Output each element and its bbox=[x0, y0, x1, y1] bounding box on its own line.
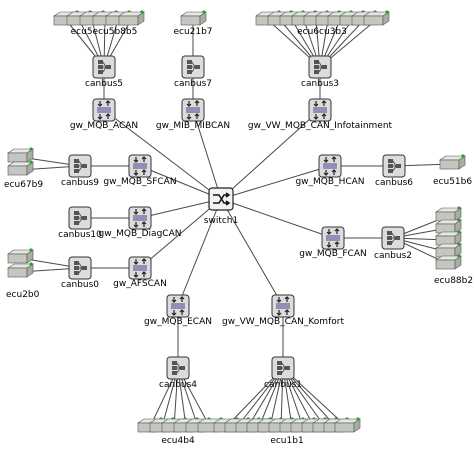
bus-label-canbus4: canbus4 bbox=[159, 380, 197, 390]
gateway-node-komfort-icon bbox=[271, 294, 295, 318]
bus-node-canbus0-icon bbox=[68, 256, 92, 280]
gateway-node-ecan[interactable] bbox=[166, 294, 190, 318]
link-switch-komfort bbox=[220, 198, 284, 307]
gateway-node-info[interactable] bbox=[308, 98, 332, 122]
gateway-node-sfcan[interactable] bbox=[128, 154, 152, 178]
ecu-node-canbus6-0[interactable] bbox=[439, 153, 466, 170]
gateway-node-hcan[interactable] bbox=[318, 154, 342, 178]
ecu-label-bottom-right: ecu1b1 bbox=[270, 436, 303, 446]
bus-node-canbus4-icon bbox=[166, 356, 190, 380]
bus-node-canbus9[interactable] bbox=[68, 154, 92, 178]
ecu-icon bbox=[7, 159, 34, 176]
bus-node-canbus4[interactable] bbox=[166, 356, 190, 380]
bus-node-canbus10-icon bbox=[68, 206, 92, 230]
ecu-icon bbox=[7, 146, 34, 163]
bus-node-canbus6[interactable] bbox=[382, 154, 406, 178]
ecu-label-right-lower: ecu88b2 bbox=[434, 276, 473, 286]
gateway-node-diagcan[interactable] bbox=[128, 206, 152, 230]
gateway-label-mibcan: gw_MIB_MIBCAN bbox=[156, 121, 230, 131]
gateway-label-acan: gw_MQB_ACAN bbox=[70, 121, 138, 131]
bus-node-canbus5-icon bbox=[92, 55, 116, 79]
gateway-node-afscan-icon bbox=[128, 256, 152, 280]
bus-label-canbus2: canbus2 bbox=[374, 251, 412, 261]
ecu-label-top-left: ecu5ecu5b8b5 bbox=[71, 27, 138, 37]
link-switch-acan bbox=[103, 109, 222, 200]
bus-label-canbus0: canbus0 bbox=[61, 280, 99, 290]
ecu-label-left-lower: ecu2b0 bbox=[6, 290, 40, 300]
gateway-label-afscan: gw_AFSCAN bbox=[113, 279, 167, 289]
gateway-label-ecan: gw_MQB_ECAN bbox=[144, 317, 212, 327]
gateway-label-fcan: gw_MQB_FCAN bbox=[299, 249, 366, 259]
link-switch-hcan bbox=[220, 165, 331, 200]
ecu-node-canbus0-1[interactable] bbox=[7, 261, 34, 278]
ecu-icon bbox=[7, 261, 34, 278]
bus-node-canbus3-icon bbox=[308, 55, 332, 79]
ecu-label-right-mid: ecu51b6 bbox=[433, 177, 472, 187]
gateway-label-komfort: gw_VW_MQB_CAN_Komfort bbox=[222, 317, 344, 327]
bus-node-canbus1[interactable] bbox=[271, 356, 295, 380]
gateway-node-sfcan-icon bbox=[128, 154, 152, 178]
gateway-node-ecan-icon bbox=[166, 294, 190, 318]
bus-node-canbus7[interactable] bbox=[181, 55, 205, 79]
ecu-label-top-right: ecu6cu3b3 bbox=[297, 27, 347, 37]
gateway-node-fcan[interactable] bbox=[321, 226, 345, 250]
gateway-label-diagcan: gw_MQB_DiagCAN bbox=[99, 229, 182, 239]
bus-node-canbus3[interactable] bbox=[308, 55, 332, 79]
bus-node-canbus2[interactable] bbox=[381, 226, 405, 250]
gateway-node-hcan-icon bbox=[318, 154, 342, 178]
gateway-node-afscan[interactable] bbox=[128, 256, 152, 280]
ecu-node-canbus9-0[interactable] bbox=[7, 146, 34, 163]
nodes-layer: switch1 gw_MQB_ACAN gw_MIB_MIBCAN gw_VW_MQB… bbox=[4, 9, 473, 446]
gateway-label-info: gw_VW_MQB_CAN_Infotainment bbox=[248, 121, 393, 131]
bus-node-canbus5[interactable] bbox=[92, 55, 116, 79]
ecu-label-bottom-left: ecu4b4 bbox=[161, 436, 195, 446]
gateway-node-acan[interactable] bbox=[92, 98, 116, 122]
ecu-node-canbus7-0[interactable] bbox=[180, 9, 207, 26]
bus-node-canbus1-icon bbox=[271, 356, 295, 380]
bus-label-canbus6: canbus6 bbox=[375, 178, 413, 188]
switch-node[interactable] bbox=[208, 187, 234, 211]
bus-label-canbus10: canbus10 bbox=[58, 230, 102, 240]
gateway-node-mibcan[interactable] bbox=[181, 98, 205, 122]
ecu-node-canbus0-0[interactable] bbox=[7, 247, 34, 264]
gateway-node-diagcan-icon bbox=[128, 206, 152, 230]
link-switch-ecan bbox=[177, 198, 222, 307]
ecu-node-canbus2-0[interactable] bbox=[435, 205, 462, 222]
gateway-node-fcan-icon bbox=[321, 226, 345, 250]
bus-node-canbus0[interactable] bbox=[68, 256, 92, 280]
bus-node-canbus9-icon bbox=[68, 154, 92, 178]
ecu-label-left-upper: ecu67b9 bbox=[4, 180, 43, 190]
ecu-icon bbox=[180, 9, 207, 26]
gateway-label-hcan: gw_MQB_HCAN bbox=[295, 177, 364, 187]
link-switch-diagcan bbox=[139, 198, 222, 219]
ecu-icon bbox=[7, 247, 34, 264]
ecu-label-top-mid: ecu21b7 bbox=[173, 27, 212, 37]
bus-node-canbus10[interactable] bbox=[68, 206, 92, 230]
link-switch-sfcan bbox=[139, 165, 222, 200]
link-switch-afscan bbox=[139, 198, 222, 269]
bus-label-canbus5: canbus5 bbox=[85, 79, 123, 89]
bus-label-canbus3: canbus3 bbox=[301, 79, 339, 89]
gateway-label-sfcan: gw_MQB_SFCAN bbox=[103, 177, 176, 187]
ecu-node-canbus9-1[interactable] bbox=[7, 159, 34, 176]
ecu-icon bbox=[439, 153, 466, 170]
switch-node-icon bbox=[208, 187, 234, 211]
bus-label-canbus7: canbus7 bbox=[174, 79, 212, 89]
bus-node-canbus7-icon bbox=[181, 55, 205, 79]
gateway-node-acan-icon bbox=[92, 98, 116, 122]
bus-label-canbus9: canbus9 bbox=[61, 178, 99, 188]
switch-label: switch1 bbox=[204, 216, 238, 226]
bus-label-canbus1: canbus1 bbox=[264, 380, 302, 390]
bus-node-canbus6-icon bbox=[382, 154, 406, 178]
ecu-icon bbox=[435, 205, 462, 222]
link-switch-info bbox=[220, 109, 321, 200]
gateway-node-komfort[interactable] bbox=[271, 294, 295, 318]
bus-node-canbus2-icon bbox=[381, 226, 405, 250]
gateway-node-mibcan-icon bbox=[181, 98, 205, 122]
link-switch-mibcan bbox=[192, 109, 222, 200]
link-switch-fcan bbox=[220, 198, 334, 239]
gateway-node-info-icon bbox=[308, 98, 332, 122]
